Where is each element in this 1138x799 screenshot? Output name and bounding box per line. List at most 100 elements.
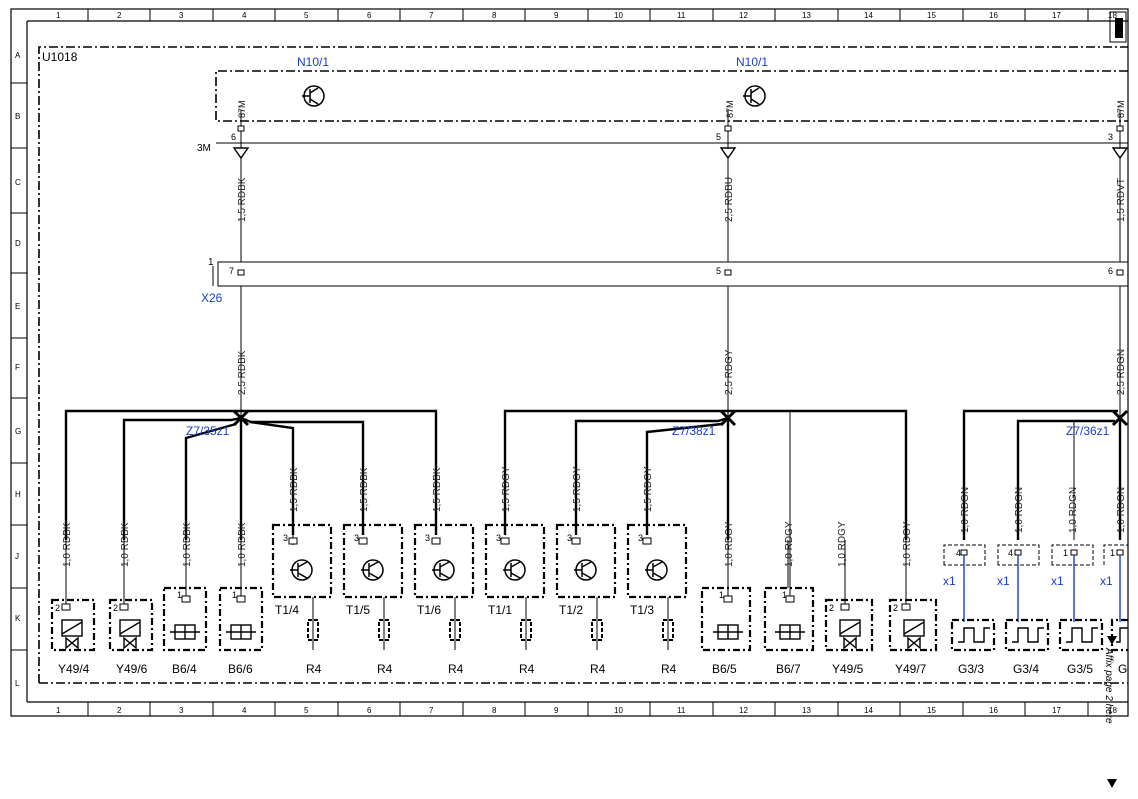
row-letter: F <box>15 363 20 372</box>
terminal-pin: 6 <box>231 132 236 142</box>
wire-label: 1,0 RDBK <box>120 522 131 567</box>
module-output-terminals <box>232 110 1129 160</box>
wire-label: 2,5 RDGY <box>724 349 735 395</box>
wire-label: 1,5 RDVT <box>1116 178 1127 222</box>
x1-label: x1 <box>1051 574 1064 588</box>
arrow-down-icon <box>1107 779 1117 788</box>
valve-y49-7: 2 <box>888 540 938 652</box>
ground-bus-label: 3M <box>197 143 211 154</box>
n10-right-label: N10/1 <box>736 55 768 69</box>
pin-number: 3 <box>354 533 359 543</box>
side-note: Affix page 2 here <box>1103 647 1114 724</box>
row-letter: H <box>15 490 21 499</box>
row-letter: G <box>15 427 21 436</box>
x26-label: X26 <box>201 291 223 305</box>
x26-left-pin: 1 <box>208 257 214 268</box>
row-letter: A <box>15 51 21 60</box>
pin-number: 1 <box>232 590 237 600</box>
wire-label: 1,5 RDBK <box>359 467 370 512</box>
row-letters: A B C D E F G H J K L <box>15 51 21 688</box>
splice-bus-1 <box>64 409 438 540</box>
col-num: 7 <box>429 706 434 715</box>
transistor-unit-t1-3: 3 <box>626 523 688 650</box>
wire-label: 1,5 RDGY <box>501 466 512 512</box>
arrow-down-icon <box>1107 636 1117 645</box>
wire-label: 2,5 RDBU <box>724 177 735 222</box>
component-labels: Y49/4 Y49/6 B6/4 B6/6 R4 R4 R4 R4 R4 R4 … <box>58 662 1127 676</box>
wire-label: 1,0 RDGN <box>1116 487 1127 533</box>
hall-sensor-b6-4: 1 <box>162 540 208 652</box>
col-num: 12 <box>739 11 748 20</box>
col-num: 18 <box>1108 706 1117 715</box>
splice-label: Z7/35z1 <box>186 424 230 438</box>
wire-label: 1,0 RDBK <box>182 522 193 567</box>
wire-label: 1,5 RDBK <box>237 177 248 222</box>
valve-y49-5: 2 <box>824 540 874 652</box>
wire-label: 1,5 RDGY <box>572 466 583 512</box>
row-ticks <box>11 82 27 651</box>
pin-number: 2 <box>113 603 118 613</box>
row-letter: J <box>15 552 19 561</box>
wire-label: 1,0 RDBK <box>62 522 73 567</box>
col-num: 2 <box>117 11 122 20</box>
pin-number: 3 <box>567 533 572 543</box>
col-num: 14 <box>864 706 873 715</box>
component-label: R4 <box>377 662 393 676</box>
component-label: Y49/4 <box>58 662 90 676</box>
col-num: 17 <box>1052 11 1061 20</box>
sensor-x1-connector: 4 x1 <box>997 544 1040 622</box>
unit-label: U1018 <box>42 50 78 64</box>
pin-number: 1 <box>719 590 724 600</box>
col-num: 5 <box>304 11 309 20</box>
transistor-label: T1/2 <box>559 603 583 617</box>
component-label: G3/5 <box>1067 662 1093 676</box>
pin-number: 2 <box>829 603 834 613</box>
wire-label: 1,5 RDBK <box>432 467 443 512</box>
connector-pin: 6 <box>1108 266 1113 276</box>
x26-connector <box>217 261 1128 287</box>
x1-label: x1 <box>943 574 956 588</box>
col-num: 6 <box>367 11 372 20</box>
col-num: 16 <box>989 706 998 715</box>
n10-module-box <box>215 70 1128 122</box>
terminal-small-label: 87M <box>725 100 735 118</box>
col-num: 3 <box>179 706 184 715</box>
row-letter: E <box>15 302 20 311</box>
component-label: G3/3 <box>958 662 984 676</box>
terminal-pin: 5 <box>716 132 721 142</box>
col-num: 13 <box>802 706 811 715</box>
component-label: R4 <box>590 662 606 676</box>
wire-label: 1,0 RDGY <box>724 521 735 567</box>
col-num: 16 <box>989 11 998 20</box>
component-label: R4 <box>448 662 464 676</box>
wire-label: 1,0 RDGN <box>960 487 971 533</box>
col-num: 2 <box>117 706 122 715</box>
pin-number: 3 <box>425 533 430 543</box>
hall-sensor-b6-5: 1 <box>700 540 752 652</box>
col-num: 15 <box>927 706 936 715</box>
wire-label: 2,5 RDBK <box>237 350 248 395</box>
row-letter: L <box>15 679 20 688</box>
component-label: G <box>1118 662 1127 676</box>
wire-label: 1,0 RDGN <box>1014 487 1025 533</box>
pulse-sensor-g3-5 <box>1058 618 1104 652</box>
diagram-frame <box>10 8 1129 717</box>
pin-number: 4 <box>956 548 961 558</box>
splice-label: Z7/36z1 <box>1066 424 1110 438</box>
x1-label: x1 <box>997 574 1010 588</box>
terminal-pin: 3 <box>1108 132 1113 142</box>
transistor-unit-t1-4: 3 <box>271 523 333 650</box>
pulse-sensor-g3-3 <box>950 618 996 652</box>
component-label: R4 <box>519 662 535 676</box>
col-num: 9 <box>554 11 559 20</box>
row-letter: D <box>15 239 21 248</box>
col-num: 5 <box>304 706 309 715</box>
col-num: 1 <box>56 11 61 20</box>
n10-left-label: N10/1 <box>297 55 329 69</box>
unit-boundary <box>38 46 1128 683</box>
transistor-label: T1/5 <box>346 603 370 617</box>
transistor-label: T1/3 <box>630 603 654 617</box>
corner-tab-icon <box>1109 11 1127 43</box>
sensor-x1-connector: 1 x1 <box>1051 544 1094 622</box>
